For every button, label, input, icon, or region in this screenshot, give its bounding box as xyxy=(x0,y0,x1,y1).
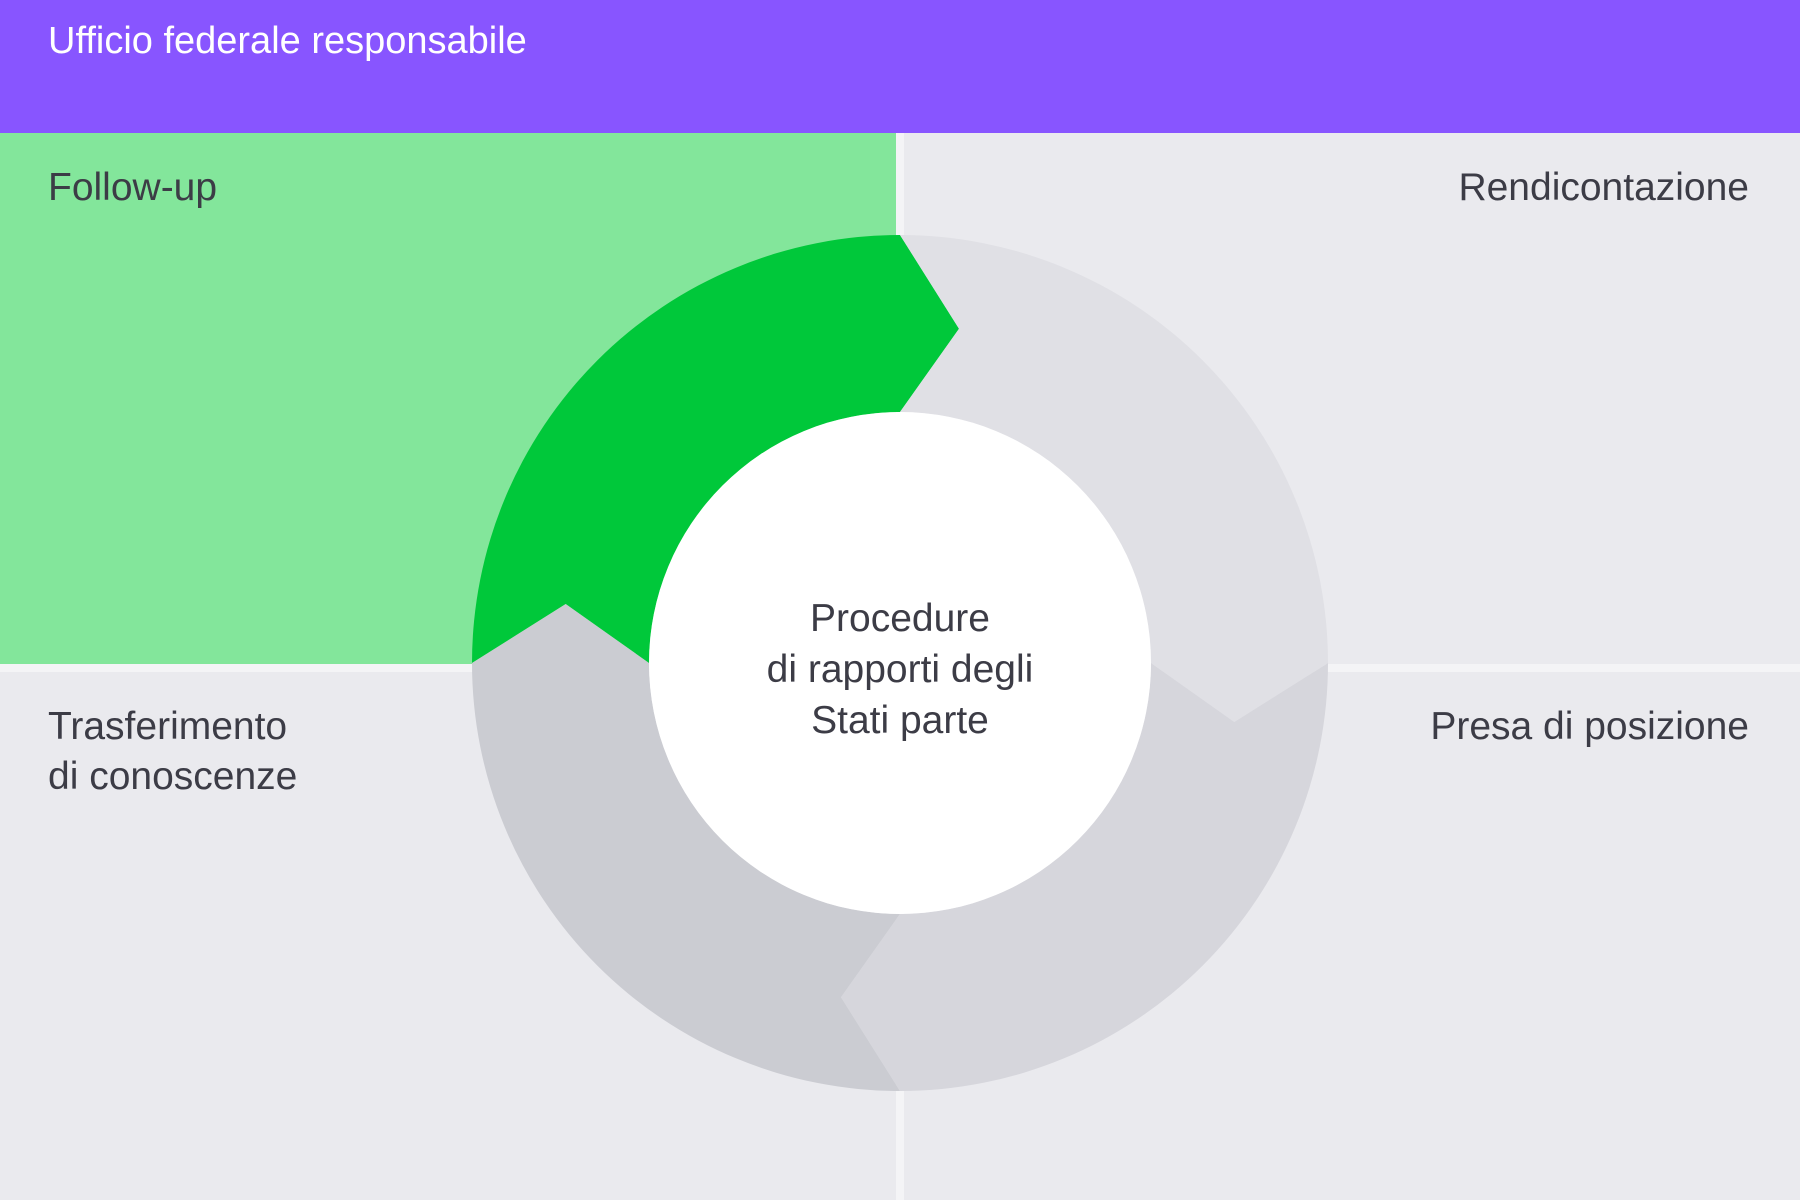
center-circle xyxy=(649,412,1151,914)
label-trasferimento: Trasferimento di conoscenze xyxy=(48,702,297,802)
segment-trasferimento xyxy=(472,604,900,1091)
header-title: Ufficio federale responsabile xyxy=(48,20,527,62)
label-presa-di-posizione: Presa di posizione xyxy=(1430,705,1749,748)
header-bar: Ufficio federale responsabile xyxy=(0,0,1800,133)
center-title: Procedure di rapporti degli Stati parte xyxy=(650,593,1150,746)
segment-rendicontazione xyxy=(900,235,1328,722)
center-line: di rapporti degli xyxy=(766,648,1034,691)
center-line: Procedure xyxy=(810,597,990,640)
label-line: di conoscenze xyxy=(48,755,298,798)
label-follow-up: Follow-up xyxy=(48,166,218,209)
segment-presa-di-posizione xyxy=(841,663,1328,1091)
center-line: Stati parte xyxy=(811,699,989,742)
segment-follow-up xyxy=(472,235,959,663)
label-line: Trasferimento xyxy=(48,705,288,748)
label-rendicontazione: Rendicontazione xyxy=(1458,166,1749,209)
